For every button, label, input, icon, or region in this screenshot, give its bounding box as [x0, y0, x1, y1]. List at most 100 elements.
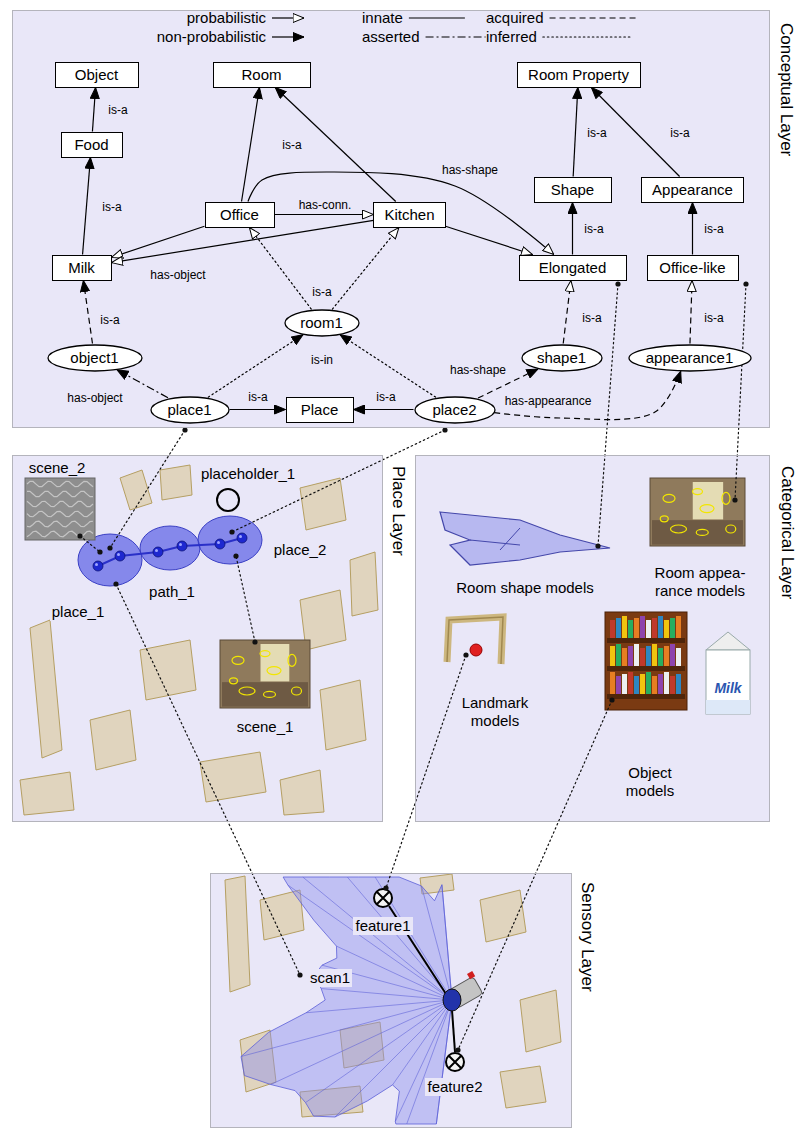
- wall-plane: [30, 620, 62, 758]
- leader-dot: [609, 697, 614, 702]
- wall-plane: [480, 890, 526, 942]
- legend-text: probabilistic: [187, 9, 266, 27]
- book: [658, 616, 663, 638]
- relation-arrow: [248, 172, 554, 255]
- relation-label: is-a: [668, 126, 691, 140]
- leader-dot: [97, 549, 102, 554]
- book: [616, 618, 621, 638]
- scene-feature: [239, 687, 255, 695]
- wall-plane: [320, 680, 366, 750]
- scene-feature: [663, 494, 675, 502]
- scene-table: [652, 520, 743, 544]
- relation-label: has-object: [65, 391, 124, 405]
- book: [616, 676, 621, 694]
- concept-box: Shape: [534, 177, 612, 203]
- relation-arrow: [92, 88, 95, 132]
- scene-texture: [27, 491, 93, 496]
- relation-label: has-conn.: [297, 198, 354, 212]
- book: [622, 616, 627, 638]
- path-node: [153, 547, 163, 557]
- robot-sensor: [467, 971, 475, 979]
- part-label: scene_2: [27, 459, 88, 477]
- room-shape-detail: [470, 528, 520, 550]
- scan-ray: [303, 877, 452, 1000]
- relation-label: has-appearance: [503, 394, 594, 408]
- book: [628, 620, 633, 638]
- scene-feature: [267, 667, 281, 675]
- node-label: room1: [300, 314, 343, 331]
- leader-line: [735, 284, 746, 500]
- relation-label: is-a: [310, 285, 333, 299]
- relation-arrow: [230, 409, 286, 410]
- relation-arrow: [275, 214, 374, 215]
- relation-label: is-a: [98, 313, 121, 327]
- scan-ray: [306, 1000, 452, 1013]
- panel-ground: [12, 455, 383, 822]
- relation-label: is-a: [702, 311, 725, 325]
- wall-plane: [500, 1066, 546, 1108]
- book: [634, 676, 639, 694]
- scene-feature: [660, 516, 668, 522]
- book: [658, 674, 663, 694]
- node-label: Food: [74, 136, 108, 153]
- book: [676, 674, 681, 694]
- carton-stripe: [706, 700, 750, 714]
- leader-dot: [442, 427, 447, 432]
- relation-label: has-shape: [448, 363, 508, 377]
- scan-ray: [393, 1000, 452, 1085]
- concept-box: Object: [55, 62, 139, 88]
- book: [664, 672, 669, 694]
- scan-ray: [321, 989, 452, 1000]
- instance-ellipse: shape1: [521, 344, 603, 372]
- layer-title: Categorical Layer: [777, 466, 797, 599]
- book: [676, 648, 681, 666]
- part-label: Object models: [612, 764, 688, 800]
- relation-arrow: [249, 228, 311, 310]
- wall-plane: [20, 772, 74, 815]
- scene-feature: [264, 691, 276, 697]
- scene-texture: [27, 501, 93, 506]
- leader-dot: [615, 281, 620, 286]
- part-label: scene_1: [235, 718, 296, 736]
- part-label: Landmark models: [453, 694, 537, 730]
- concept-box: Place: [286, 397, 354, 423]
- leader-dot: [595, 543, 600, 548]
- relation-arrow: [340, 335, 435, 397]
- node-label: Office: [220, 206, 259, 223]
- book: [640, 648, 645, 666]
- placeholder-circle: [217, 489, 239, 511]
- instance-ellipse: place1: [150, 396, 230, 424]
- legend-text: acquired: [486, 9, 544, 27]
- panel-ground: [210, 873, 572, 1128]
- node-label: object1: [70, 349, 118, 366]
- part-label: Room shape models: [454, 579, 596, 597]
- book: [640, 674, 645, 694]
- node-label: Milk: [68, 259, 95, 276]
- part-label: feature1: [353, 917, 412, 935]
- landmark-marker: [470, 644, 482, 656]
- book: [646, 620, 651, 638]
- relation-arrow: [573, 88, 578, 177]
- relation-arrow: [494, 371, 680, 419]
- part-label: Room appea- rance models: [648, 564, 752, 600]
- path-node: [93, 561, 103, 571]
- node-label: Kitchen: [384, 206, 434, 223]
- concept-box: Office: [205, 202, 275, 228]
- relation-arrow: [692, 203, 693, 255]
- ellipse-outline: [48, 345, 142, 371]
- relation-arrow: [117, 370, 168, 398]
- relation-label: has-object: [148, 268, 207, 282]
- instance-ellipse: room1: [284, 309, 360, 337]
- ellipse-outline: [151, 397, 229, 423]
- product-text: Milk: [712, 680, 743, 697]
- legend-sample: [272, 36, 304, 37]
- scene-ground: [650, 478, 745, 546]
- path-node-highlight: [155, 549, 158, 552]
- scene-cabinet: [261, 644, 290, 681]
- relation-label: is-a: [374, 390, 397, 404]
- laser-scan: [241, 877, 452, 1124]
- relation-label: is-a: [585, 126, 608, 140]
- scan-ray: [288, 885, 452, 1000]
- relation-arrow: [690, 281, 692, 344]
- feature-symbol: [374, 889, 392, 907]
